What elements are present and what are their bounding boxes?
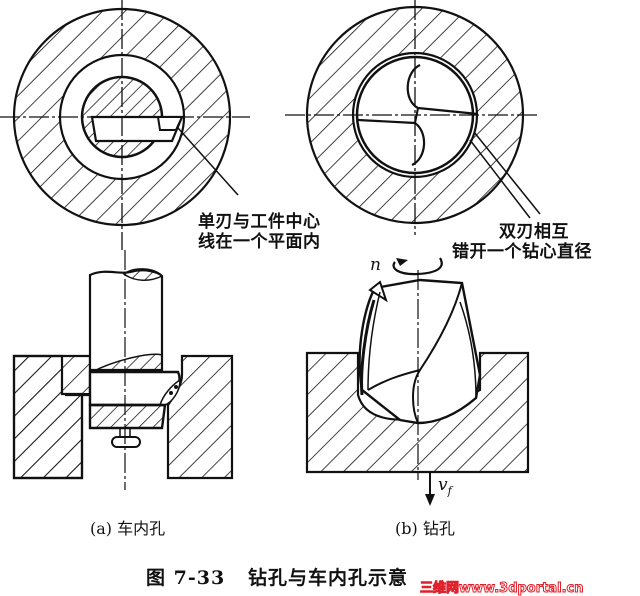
annotation-b-line1: 双刃相互 xyxy=(499,222,569,242)
annotation-a-line2: 线在一个平面内 xyxy=(198,232,321,252)
rotation-symbol-n: n xyxy=(370,255,381,275)
boring-side-view xyxy=(12,250,234,490)
feed-velocity-symbol: vf xyxy=(438,475,452,498)
caption-a: (a) 车内孔 xyxy=(90,519,166,538)
drilling-side-view xyxy=(305,257,530,506)
caption-b: (b) 钻孔 xyxy=(395,519,455,538)
figure-title: 图 7-33 钻孔与车内孔示意 xyxy=(146,567,409,589)
boring-cross-section xyxy=(0,0,250,250)
annotation-a-line1: 单刃与工件中心 xyxy=(198,212,321,232)
watermark: 三维网www.3dportal.cn xyxy=(419,581,584,596)
annotation-b-line2: 错开一个钻心直径 xyxy=(452,242,592,262)
drilling-cross-section xyxy=(285,0,541,235)
